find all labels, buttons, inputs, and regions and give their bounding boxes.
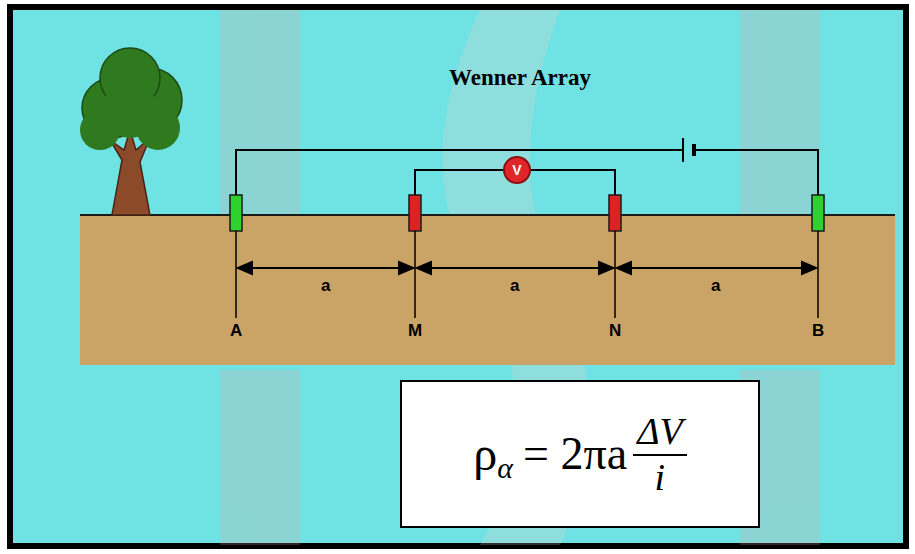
current-wire [236, 150, 818, 195]
electrode-label: M [408, 321, 422, 341]
voltmeter-circle: V [503, 156, 531, 184]
electrode-markers [236, 231, 818, 318]
formula-subscript: α [497, 453, 513, 483]
electrode-label: B [812, 321, 824, 341]
ground-surface [80, 214, 895, 216]
formula-box: ρα = 2πaΔVi [400, 380, 760, 528]
spacing-label: a [321, 276, 330, 296]
electrode-label: N [609, 321, 621, 341]
formula-symbol: ρ [473, 426, 497, 482]
diagram-title: Wenner Array [449, 64, 591, 92]
formula-fraction: ΔVi [633, 410, 687, 498]
tree [80, 48, 182, 215]
spacing-arrows [238, 262, 816, 274]
electrode-label: A [230, 321, 242, 341]
ground [80, 215, 895, 365]
formula-expression: = 2πa [523, 426, 627, 482]
spacing-label: a [711, 276, 720, 296]
electrodes [230, 195, 824, 231]
formula-numerator: ΔV [633, 410, 687, 456]
battery-symbol [683, 138, 694, 162]
formula-denominator: i [655, 456, 666, 498]
spacing-label: a [510, 276, 519, 296]
frame [10, 7, 906, 546]
voltmeter-symbol: V [512, 162, 521, 178]
